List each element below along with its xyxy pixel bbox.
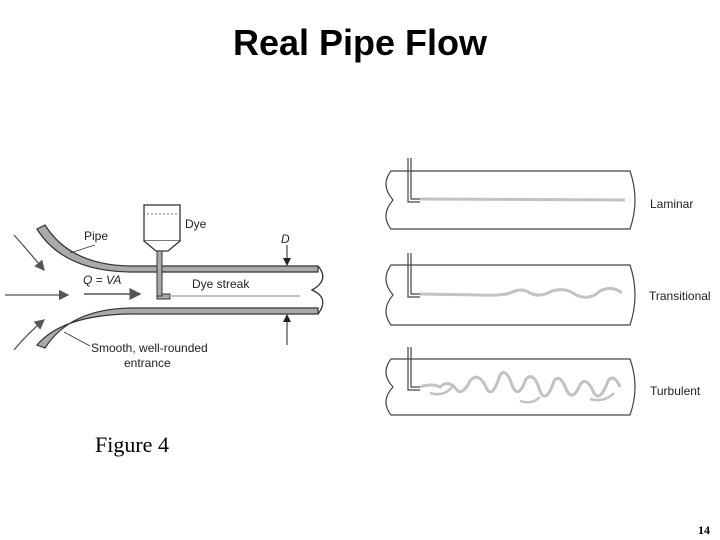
figure-caption: Figure 4: [95, 432, 169, 457]
diameter-label: D: [281, 232, 290, 246]
dye-reservoir: [143, 204, 181, 242]
reynolds-apparatus: Dye Pipe D Q = VA Dye streak Smooth, wel…: [5, 204, 324, 370]
dye-tube-bend: [156, 293, 171, 300]
pipe-upper-wall: [36, 224, 319, 273]
dye-streak-label: Dye streak: [192, 277, 250, 291]
pipe-label: Pipe: [84, 229, 108, 243]
transitional-streak: [419, 286, 623, 299]
laminar-streak: [419, 197, 626, 202]
entrance-label-line1: Smooth, well-rounded: [91, 341, 208, 355]
slide-title: Real Pipe Flow: [232, 22, 488, 63]
inflow-arrow-lower: [13, 319, 46, 351]
inflow-arrow-upper: [13, 234, 45, 272]
turbulent-streak-2: [429, 386, 615, 404]
reservoir-neck: [143, 240, 181, 252]
dye-label: Dye: [185, 217, 207, 231]
turbulent-pipe: Turbulent: [385, 347, 701, 416]
entrance-leader: [63, 331, 91, 347]
pipe-outlet-end: [310, 265, 324, 315]
dye-tube: [156, 250, 163, 297]
pipe-flow-diagram: Dye Pipe D Q = VA Dye streak Smooth, wel…: [5, 158, 711, 416]
transitional-pipe: Transitional: [385, 253, 711, 326]
turbulent-label: Turbulent: [650, 384, 701, 398]
transitional-label: Transitional: [649, 289, 711, 303]
entrance-label-line2: entrance: [124, 356, 171, 370]
figure-panel: Dye Pipe D Q = VA Dye streak Smooth, wel…: [0, 135, 720, 435]
page-number: 14: [698, 523, 710, 537]
laminar-label: Laminar: [650, 197, 693, 211]
flow-label: Q = VA: [83, 273, 121, 287]
laminar-pipe: Laminar: [385, 158, 693, 230]
turbulent-streak: [419, 371, 622, 398]
pipe-leader: [69, 244, 96, 254]
